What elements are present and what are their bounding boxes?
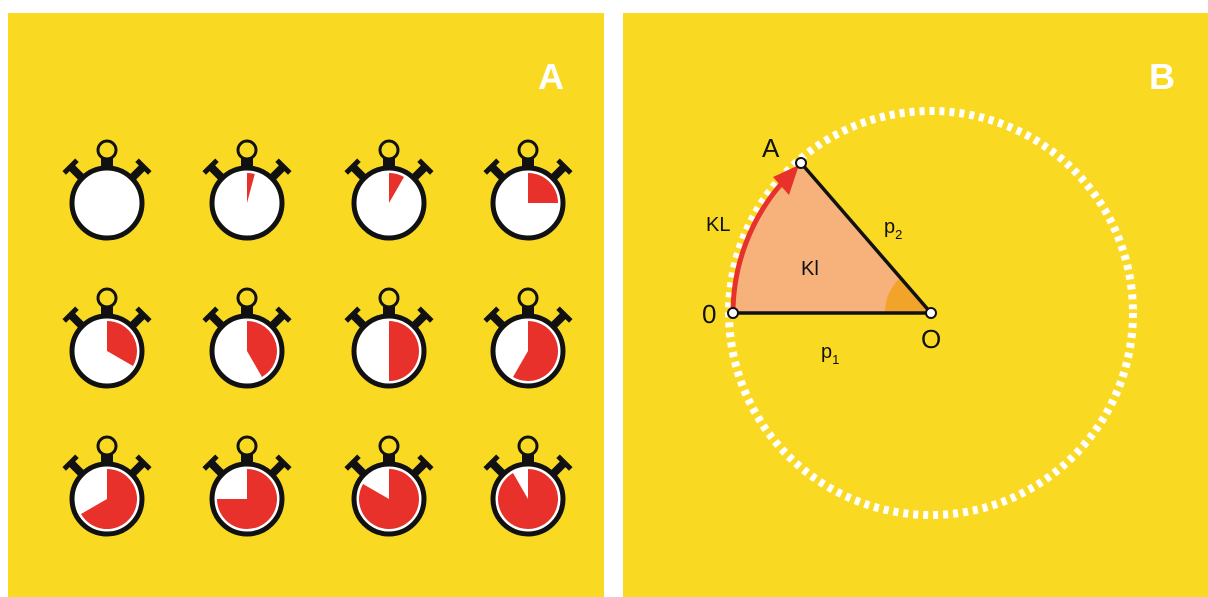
stopwatch-icon xyxy=(62,435,152,537)
panel-b-letter: B xyxy=(1149,56,1175,97)
stopwatch-icon xyxy=(483,139,573,241)
stopwatch-icon xyxy=(62,287,152,389)
angle-diagram: A 0 O KL Kl p2 p1 xyxy=(702,107,1137,519)
panel-a-letter: A xyxy=(538,56,564,97)
label-point-a: A xyxy=(762,133,780,163)
stopwatch-dial xyxy=(69,165,145,241)
elapsed-wedge xyxy=(81,469,138,529)
arc-kl xyxy=(730,181,784,314)
sector-shape xyxy=(732,163,931,313)
stopwatch-icon xyxy=(202,435,292,537)
label-side-p2-sub: 2 xyxy=(895,227,902,242)
panel-b: B A 0 O KL Kl p2 p1 xyxy=(623,13,1208,597)
stopwatch-icon xyxy=(344,287,434,389)
ray-p2 xyxy=(799,161,933,315)
elapsed-wedge xyxy=(359,469,420,529)
label-point-zero: 0 xyxy=(702,299,716,329)
elapsed-wedge xyxy=(247,321,277,377)
label-side-p1-sub: 1 xyxy=(832,352,839,367)
stopwatch-icon xyxy=(62,139,152,241)
stopwatch-icon xyxy=(344,435,434,537)
elapsed-wedge xyxy=(528,173,558,203)
point-zero-dot xyxy=(727,307,739,319)
stopwatch-icon xyxy=(483,435,573,537)
elapsed-wedge xyxy=(247,172,255,203)
arrow-icon xyxy=(773,165,799,195)
point-o-dot xyxy=(925,307,937,319)
label-point-o: O xyxy=(921,324,941,354)
stopwatch-grid xyxy=(62,139,573,537)
label-side-p1: p1 xyxy=(821,341,839,367)
elapsed-wedge xyxy=(498,469,559,529)
panel-a: A xyxy=(8,13,604,597)
stopwatch-icon xyxy=(344,139,434,241)
elapsed-wedge xyxy=(217,469,277,529)
label-side-p2: p2 xyxy=(884,216,902,242)
label-arc-kl: KL xyxy=(706,214,730,236)
elapsed-wedge xyxy=(107,321,137,366)
point-a-dot xyxy=(795,157,807,169)
elapsed-wedge xyxy=(513,321,559,381)
elapsed-wedge xyxy=(389,173,404,203)
label-sector: Kl xyxy=(801,258,819,280)
stopwatch-icon xyxy=(483,287,573,389)
stopwatch-icon xyxy=(202,139,292,241)
stopwatch-icon xyxy=(202,287,292,389)
angle-marker xyxy=(884,278,931,313)
elapsed-wedge xyxy=(389,321,419,381)
